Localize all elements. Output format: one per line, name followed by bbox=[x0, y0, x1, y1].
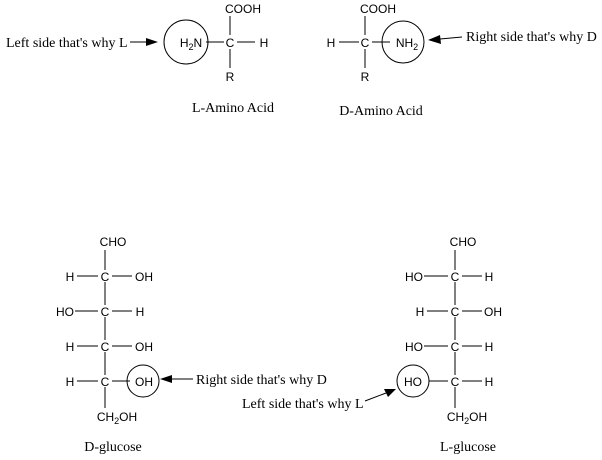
l-glucose-arrow-head bbox=[384, 389, 396, 397]
d-glucose-c3: C bbox=[101, 305, 110, 319]
l-glucose-c4-left: HO bbox=[405, 340, 423, 354]
l-glucose-caption: L-glucose bbox=[440, 440, 496, 455]
d-amino-highlight-circle bbox=[381, 20, 425, 64]
d-amino-caption: D-Amino Acid bbox=[339, 104, 423, 119]
d-amino-note: Right side that's why D bbox=[466, 30, 597, 45]
l-glucose-c5-right: H bbox=[485, 375, 494, 389]
d-amino-arrow-head bbox=[428, 35, 441, 44]
l-glucose-note: Left side that's why L bbox=[242, 397, 364, 412]
d-glucose-structure: CHO H C OH HO C H H C OH H C OH CH2OH Ri… bbox=[56, 235, 327, 455]
d-amino-right-group: NH2 bbox=[396, 36, 418, 52]
l-glucose-arrow-shaft bbox=[364, 392, 387, 402]
d-glucose-c3-left: HO bbox=[56, 305, 74, 319]
l-amino-acid-structure: Left side that's why L H2N C H COOH R L-… bbox=[6, 2, 274, 116]
l-amino-right-group: H bbox=[260, 36, 269, 50]
l-amino-caption: L-Amino Acid bbox=[192, 101, 274, 116]
l-glucose-hydroxymethyl: CH2OH bbox=[447, 410, 487, 426]
l-amino-arrow-head bbox=[146, 38, 158, 46]
d-glucose-c2-right: OH bbox=[135, 270, 153, 284]
d-glucose-c5: C bbox=[101, 375, 110, 389]
d-glucose-c2-left: H bbox=[66, 270, 75, 284]
l-amino-left-group: H2N bbox=[180, 36, 202, 52]
l-amino-chiral-carbon: C bbox=[226, 36, 235, 50]
d-glucose-c5-left: H bbox=[66, 375, 75, 389]
l-glucose-aldehyde: CHO bbox=[450, 235, 477, 249]
d-amino-r-group: R bbox=[361, 70, 370, 84]
d-amino-acid-structure: H C NH2 COOH R Right side that's why D D… bbox=[327, 2, 597, 119]
l-glucose-c3: C bbox=[451, 305, 460, 319]
l-glucose-c2: C bbox=[451, 270, 460, 284]
l-glucose-c4: C bbox=[451, 340, 460, 354]
d-glucose-c3-right: H bbox=[136, 305, 145, 319]
d-glucose-c2: C bbox=[101, 270, 110, 284]
d-glucose-aldehyde: CHO bbox=[100, 235, 127, 249]
l-glucose-c2-right: H bbox=[485, 270, 494, 284]
l-glucose-c5: C bbox=[451, 375, 460, 389]
d-glucose-caption: D-glucose bbox=[84, 440, 142, 455]
l-glucose-c3-right: OH bbox=[484, 305, 502, 319]
d-glucose-c4-right: OH bbox=[135, 340, 153, 354]
l-amino-r-group: R bbox=[226, 70, 235, 84]
d-glucose-c4-left: H bbox=[66, 340, 75, 354]
d-glucose-arrow-head bbox=[160, 375, 172, 383]
d-glucose-c5-right: OH bbox=[135, 375, 153, 389]
d-glucose-c4: C bbox=[101, 340, 110, 354]
d-amino-chiral-carbon: C bbox=[361, 36, 370, 50]
l-glucose-c2-left: HO bbox=[405, 270, 423, 284]
l-glucose-c5-left: HO bbox=[404, 375, 422, 389]
l-glucose-c3-left: H bbox=[416, 305, 425, 319]
d-amino-carboxyl: COOH bbox=[360, 2, 396, 16]
d-glucose-highlight-circle bbox=[126, 364, 160, 398]
d-amino-left-group: H bbox=[327, 36, 336, 50]
l-glucose-c4-right: H bbox=[485, 340, 494, 354]
d-glucose-hydroxymethyl: CH2OH bbox=[97, 410, 137, 426]
d-amino-arrow-shaft bbox=[439, 36, 463, 40]
l-amino-carboxyl: COOH bbox=[225, 2, 261, 16]
l-amino-note: Left side that's why L bbox=[6, 36, 128, 51]
l-glucose-structure: CHO HO C H H C OH HO C H HO C H CH2OH Le… bbox=[242, 235, 502, 455]
d-glucose-note: Right side that's why D bbox=[196, 373, 327, 388]
